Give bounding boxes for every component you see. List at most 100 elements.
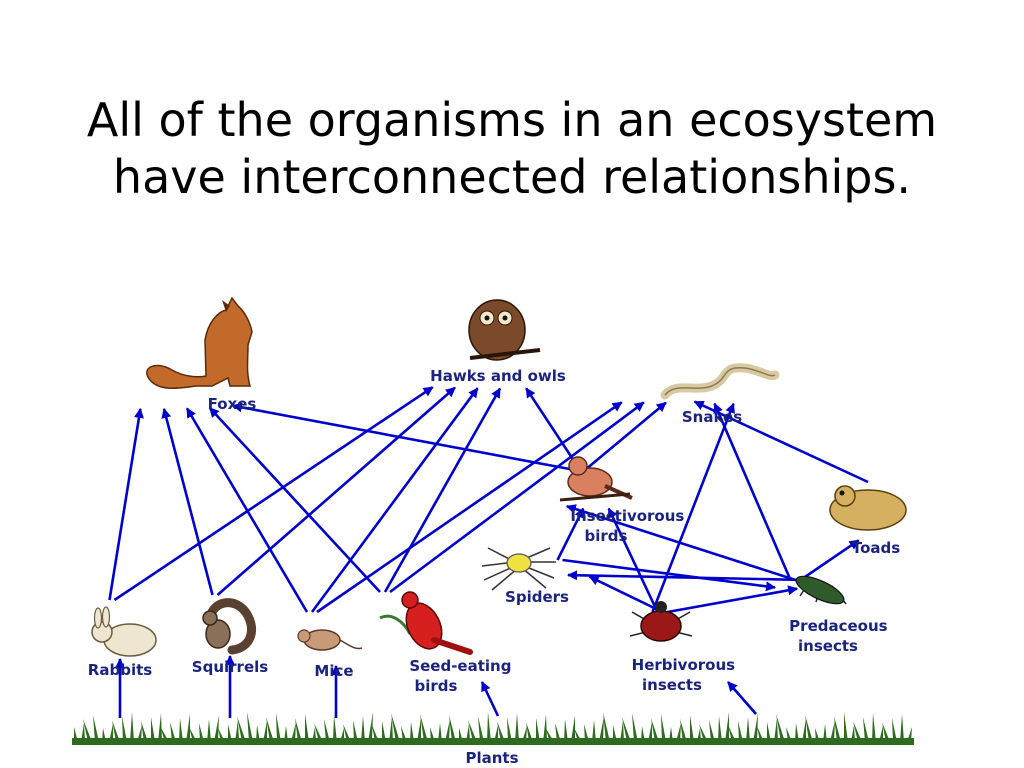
grass-blade	[468, 720, 477, 742]
arrow-toads-to-snakes	[693, 400, 869, 484]
grass-blade	[892, 718, 897, 742]
grass-blade	[515, 713, 519, 742]
grass-blade	[680, 719, 687, 742]
arrow-sbirds-to-snakes	[389, 401, 645, 594]
owl-icon	[468, 299, 541, 361]
grass-blade	[449, 715, 456, 742]
grass-blade	[592, 720, 596, 742]
grass-blade	[353, 720, 358, 742]
squirrel-icon	[202, 598, 256, 655]
arrow-ibirds-to-foxes	[231, 402, 576, 472]
grass-icon	[72, 712, 914, 745]
cardinal-icon	[379, 591, 473, 655]
grass-blade	[372, 725, 379, 742]
label-insectivorous-birds: Insectivorous birds	[570, 507, 689, 545]
grass-blade	[718, 716, 722, 742]
grass-blade	[179, 718, 183, 742]
arrow-predins-to-ibirds	[565, 504, 796, 582]
grass-blade	[494, 725, 498, 742]
grass-blade	[900, 714, 904, 742]
arrow-squirrels-to-foxes	[161, 407, 214, 596]
label-herbivorous-insects: Herbivorous insects	[632, 656, 741, 694]
grass-blade	[266, 717, 274, 742]
spider-icon	[481, 547, 556, 591]
grass-blade	[207, 719, 211, 742]
mouse-icon	[297, 629, 363, 651]
grass-blade	[276, 713, 281, 742]
label-squirrels: Squirrels	[192, 658, 268, 676]
grass-blade	[823, 724, 827, 742]
label-foxes: Foxes	[208, 395, 257, 413]
arrow-predins-to-snakes	[713, 402, 792, 581]
grass-blade	[613, 725, 617, 742]
fox-icon	[146, 296, 253, 389]
label-plants: Plants	[465, 749, 518, 767]
ladybug-icon	[629, 601, 693, 642]
grass-blade	[343, 724, 351, 742]
grass-blade	[466, 724, 470, 742]
arrow-rabbits-to-foxes	[108, 407, 144, 601]
grass-blade	[648, 722, 652, 742]
arrow-ibirds-to-hawks	[525, 387, 582, 471]
label-mice: Mice	[314, 662, 353, 680]
grass-blade	[622, 717, 631, 742]
grass-blade	[410, 722, 414, 742]
grass-blade	[728, 725, 736, 742]
grass-blade	[170, 722, 176, 742]
grass-blade	[199, 723, 204, 742]
grass-blade	[851, 725, 855, 742]
grass-blade	[93, 715, 99, 742]
grass-blade	[661, 714, 666, 742]
grass-blade	[882, 722, 890, 742]
grass-blade	[632, 713, 638, 742]
arrow-ibirds-to-snakes	[584, 401, 667, 471]
grass-blade	[774, 718, 778, 742]
grass-blade	[112, 720, 120, 742]
grass-blade	[389, 717, 393, 742]
grass-blade	[584, 724, 589, 742]
grass-blade	[834, 716, 841, 742]
grass-blade	[305, 714, 309, 742]
grass-blade	[235, 720, 239, 742]
small-bird-icon	[559, 456, 633, 502]
label-toads: Toads	[852, 539, 900, 557]
grass-blade	[247, 712, 253, 742]
grass-blade	[651, 718, 659, 742]
grass-ground	[72, 738, 914, 745]
grass-blade	[256, 725, 260, 742]
arrow-rabbits-to-hawks	[113, 386, 434, 602]
grass-blade	[391, 713, 400, 742]
arrow-predins-to-spiders	[567, 570, 806, 582]
arrow-sbirds-to-foxes	[208, 407, 381, 593]
grass-blade	[420, 714, 428, 742]
grass-blade	[795, 723, 799, 742]
grass-blade	[214, 715, 219, 742]
grass-blade	[478, 716, 484, 742]
grass-blade	[333, 715, 337, 742]
label-snakes: Snakes	[682, 408, 742, 426]
grass-blade	[507, 717, 512, 742]
grass-blade	[802, 719, 806, 742]
arrow-plants-to-herbins	[727, 681, 757, 715]
grass-blade	[767, 722, 771, 742]
grass-blade	[487, 712, 491, 742]
toad-icon	[829, 485, 907, 531]
grass-blade	[844, 712, 848, 742]
grass-blade	[130, 712, 134, 742]
grass-blade	[83, 719, 92, 742]
slide-title: All of the organisms in an ecosystem hav…	[86, 93, 938, 204]
grass-blade	[676, 723, 681, 742]
grass-blade	[291, 722, 296, 742]
arrow-layer	[108, 386, 869, 718]
grass-blade	[158, 713, 162, 742]
grass-blade	[81, 723, 85, 742]
arrow-squirrels-to-hawks	[216, 386, 456, 596]
rabbit-icon	[91, 606, 157, 657]
grass-blade	[699, 724, 708, 742]
arrow-mice-to-hawks	[310, 387, 479, 613]
grass-blade	[186, 714, 190, 742]
grass-blade	[324, 719, 330, 742]
grass-blade	[571, 715, 575, 742]
grass-blade	[526, 722, 533, 742]
